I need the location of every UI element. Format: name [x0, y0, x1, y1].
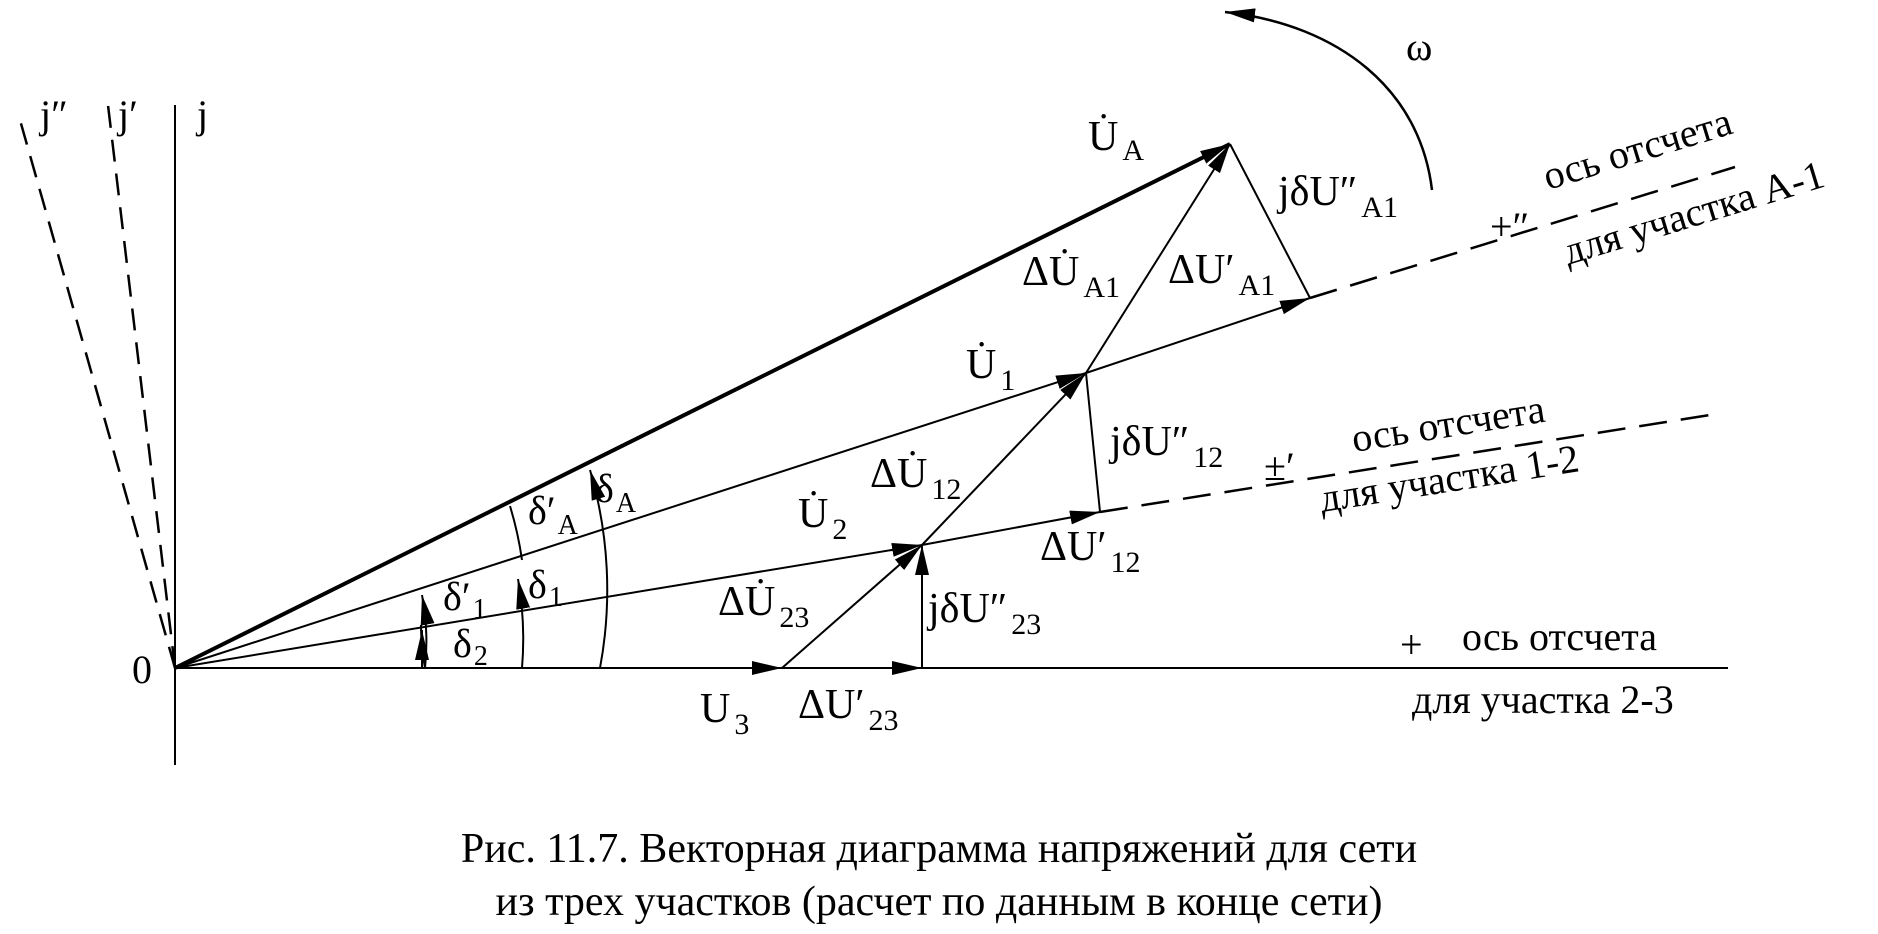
label-U1: U̇1	[966, 341, 1015, 397]
ref-axis-A-1	[1309, 165, 1736, 300]
vector-dU12	[921, 372, 1087, 546]
label-dU23p: ΔU′23	[798, 682, 899, 737]
label-origin: 0	[132, 647, 152, 692]
label-deltaA-prime: δ′A	[528, 488, 579, 541]
arc-delta1	[516, 578, 531, 669]
ref-axis-1-2	[1099, 413, 1711, 514]
label-U2: U̇2	[798, 490, 847, 546]
label-delta1-prime: δ′1	[443, 574, 487, 625]
sign-axis-1-2: ±′	[1264, 444, 1295, 489]
vector-U1	[174, 372, 1087, 669]
caption-line2: из трех участков (расчет по данным в кон…	[495, 879, 1383, 925]
rotation-arc	[1224, 8, 1434, 191]
label-dU23: ΔU̇23	[718, 578, 809, 634]
j1-axis	[106, 104, 177, 669]
label-delta2: δ2	[453, 621, 488, 672]
label-jdU23: jδU″23	[926, 586, 1041, 641]
vector-U2	[174, 542, 923, 669]
vector-jdU12	[1085, 372, 1101, 513]
sign-axis-2-3: +	[1400, 622, 1423, 667]
label-jdUA1: jδU″A1	[1276, 169, 1398, 224]
label-dUA1p: ΔU′A1	[1168, 247, 1275, 302]
sign-axis-A-1: +″	[1490, 204, 1529, 249]
vector-dUA1p	[1085, 297, 1311, 374]
vector-dUA1	[1085, 143, 1231, 374]
label-jdU12: jδU″12	[1108, 419, 1223, 474]
label-axis-2-3-line2: для участка 2-3	[1412, 677, 1674, 722]
vector-UA	[174, 142, 1231, 670]
label-j: j	[195, 92, 208, 137]
label-dUA1: ΔU̇A1	[1022, 248, 1120, 304]
j2-axis	[18, 119, 177, 669]
label-j2: j″	[38, 92, 68, 137]
label-axis-2-3-line1: ось отсчета	[1462, 614, 1657, 659]
vector-dU23	[781, 544, 923, 669]
vector-jdUA1	[1229, 143, 1311, 299]
label-j1: j′	[116, 92, 138, 137]
label-deltaA: δA	[595, 466, 637, 519]
vector-dU12p	[921, 510, 1101, 546]
label-axis-A-1-line1: ось отсчета	[1537, 98, 1737, 198]
label-delta1: δ1	[528, 562, 563, 613]
caption-line1: Рис. 11.7. Векторная диаграмма напряжени…	[460, 826, 1418, 872]
label-dU12p: ΔU′12	[1040, 524, 1141, 579]
arc-deltaA	[589, 469, 609, 669]
label-dU12: ΔU̇12	[870, 450, 961, 506]
label-omega: ω	[1406, 24, 1432, 69]
label-UA: U̇A	[1088, 113, 1144, 167]
arc-deltaA-prime	[509, 505, 523, 561]
